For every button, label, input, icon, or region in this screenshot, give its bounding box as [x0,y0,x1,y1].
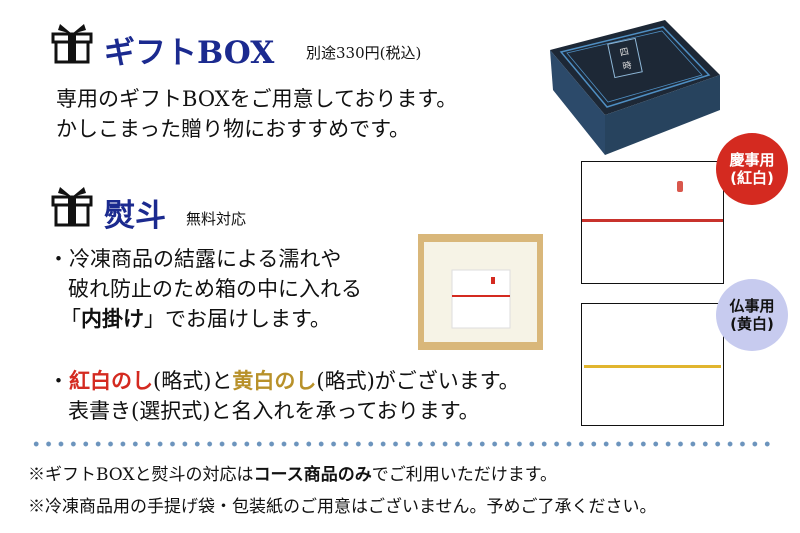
gift-icon [51,187,93,227]
uchigake-photo [418,234,543,350]
bullet1-line3-rest: 」でお届けします。 [144,307,331,331]
badge-line1: 慶事用 [729,151,775,169]
bullet-dot: ・ [48,369,69,393]
noshi-mark-icon [677,181,683,192]
bullet1-line3: 「内掛け」でお届けします。 [48,304,362,334]
noshi-subtitle: 無料対応 [186,210,247,228]
giftbox-price: 別途330円(税込) [306,44,422,62]
bracket-open: 「 [60,307,81,331]
giftbox-line-1: 専用のギフトBOXをご用意しております。 [56,87,458,111]
bullet2-part1: (略式)と [153,369,233,393]
note-2: ※冷凍商品用の手提げ袋・包装紙のご用意はございません。予めご了承ください。 [28,497,657,517]
bullet2-part2: (略式)がございます。 [316,369,520,393]
uchigake-text: 内掛け [81,306,144,331]
note-1: ※ギフトBOXと熨斗の対応はコース商品のみでご利用いただけます。 [28,460,557,485]
bullet2-line1: ・紅白のし(略式)と黄白のし(略式)がございます。 [48,366,520,396]
box-logo-text: 四 [619,47,630,59]
gift-box-photo: 四 時 [550,20,720,155]
kohaku-noshi: 紅白のし [69,368,153,393]
noshi-card-celebration [581,161,724,284]
badge-line2: (黄白) [730,315,774,333]
badge-line2: (紅白) [730,169,774,187]
yellow-band [584,365,721,368]
gift-icon [51,24,93,64]
dotted-divider [30,441,775,447]
noshi-card-buddhist [581,303,724,426]
noshi-bullet-1: ・冷凍商品の結露による濡れや 破れ防止のため箱の中に入れる 「内掛け」でお届けし… [48,244,362,334]
note1-part2: でご利用いただけます。 [371,465,558,485]
buddhist-badge: 仏事用 (黄白) [716,279,788,351]
bullet2-line2: 表書き(選択式)と名入れを承っております。 [68,399,480,423]
bullet1-line2: 破れ防止のため箱の中に入れる [68,277,362,301]
kihaku-noshi: 黄白のし [232,368,317,393]
bullet1-line1: ・冷凍商品の結露による濡れや [48,247,342,271]
celebration-badge: 慶事用 (紅白) [716,133,788,205]
giftbox-line-2: かしこまった贈り物におすすめです。 [56,117,411,141]
giftbox-title: ギフトBOX [104,35,275,71]
svg-text:時: 時 [622,60,633,73]
red-band [582,219,723,222]
noshi-title: 熨斗 [104,198,166,234]
note1-bold: コース商品のみ [253,465,372,485]
badge-line1: 仏事用 [729,297,775,315]
note1-part1: ※ギフトBOXと熨斗の対応は [28,465,254,485]
giftbox-description: 専用のギフトBOXをご用意しております。 かしこまった贈り物におすすめです。 [56,84,457,144]
noshi-bullet-2: ・紅白のし(略式)と黄白のし(略式)がございます。 表書き(選択式)と名入れを承… [48,366,520,426]
